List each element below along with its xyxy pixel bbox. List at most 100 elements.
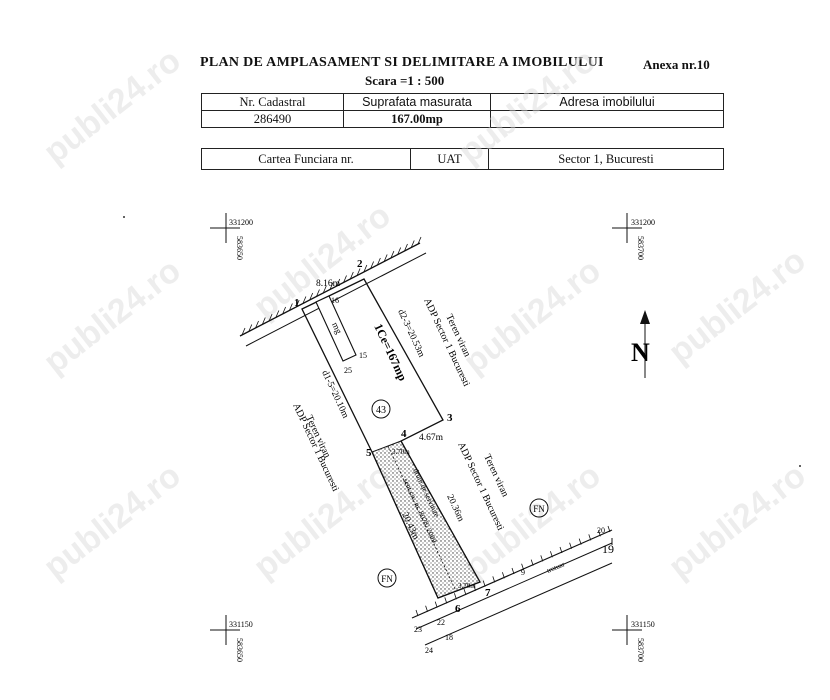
point-24: 24 [425,646,433,655]
coord-east: 583700 [636,236,645,260]
road-hatch [607,525,611,533]
coord-north: 331200 [229,218,253,227]
road-hatch [492,576,496,583]
road-hatch [241,327,246,336]
road-hatch [417,236,422,245]
address-header: Adresa imobilului [490,93,724,111]
road-hatch [349,271,354,280]
width-top: 3.70m [392,448,410,456]
address-value [490,110,724,128]
point-19: 19 [602,542,614,556]
coord-north: 331150 [631,620,655,629]
road-hatch [559,546,563,554]
corner-points: 1 2 3 4 5 6 7 [294,258,491,615]
point-18: 18 [445,633,453,642]
road-hatch [309,292,314,301]
road-hatch [598,530,601,537]
coord-north: 331150 [229,620,253,629]
watermark-text: publi24.ro [662,456,813,586]
cadastral-table: Nr. Cadastral Suprafata masurata Adresa … [201,93,724,128]
bottom-road [411,525,613,646]
road-hatch [302,296,307,304]
point-7: 7 [485,587,491,599]
road-hatch [255,320,259,329]
road-hatch [390,250,395,259]
dim-right: 20.36m [444,493,465,524]
road-hatch [521,563,524,570]
annex-label: Anexa nr.10 [643,57,710,72]
watermark-text: publi24.ro [662,241,813,371]
surface-value: 167.00mp [343,110,491,128]
point-16: 16 [331,296,339,305]
north-arrow: N [631,310,650,378]
road-hatch [569,542,572,549]
coord-east: 583650 [235,638,244,662]
aux-points: 16 15 25 23 22 24 18 20 19 9 [331,296,614,655]
point-1: 1 [294,297,300,309]
point-23: 23 [414,625,422,634]
watermark-text: publi24.ro [452,41,603,171]
scale-label: Scara =1 : 500 [365,73,445,88]
land-book-label: Cartea Funciara nr. [201,148,411,170]
road-hatch [377,257,381,266]
road-hatch [248,324,253,332]
watermark-text: publi24.ro [457,251,608,381]
road-hatch [289,303,293,311]
svg-text:FN: FN [533,504,545,514]
road-hatch [363,264,368,273]
dim-2-3: d2-3=20.53m [395,308,426,359]
point-15: 15 [359,351,367,360]
cadastral-value: 286490 [201,110,344,128]
watermark-text: publi24.ro [37,456,188,586]
building: mg [315,295,357,362]
road-hatch [463,588,467,596]
point-22: 22 [437,618,445,627]
coord-east: 583700 [636,638,645,662]
svg-text:FN: FN [381,574,393,584]
road-hatch [530,559,534,566]
watermark-text: publi24.ro [37,41,188,171]
road-hatch [383,254,388,262]
road-hatch [540,555,544,562]
fn-marker-right: FN [529,498,549,518]
grid-coordinates: 331200 583650 331200 583700 331150 58365… [229,218,655,662]
land-left-l2: ADP Sector 1 Bucuresti [290,402,341,494]
road-hatch [343,275,347,283]
land-book-table: Cartea Funciara nr. UAT Sector 1, Bucure… [201,148,724,170]
road-hatch [329,282,334,290]
sidewalk-label: trotuar [546,560,567,575]
point-25: 25 [344,366,352,375]
dim-3-4: 4.67m [419,433,444,443]
building-label: mg [330,321,344,336]
road-hatch [370,261,374,269]
parcel-number: 43 [371,399,391,419]
road-hatch [268,313,273,322]
uat-value: Sector 1, Bucuresti [488,148,724,170]
road-hatch [588,534,592,541]
road-hatch [511,567,515,575]
road-hatch [316,289,320,297]
road-hatch [404,243,408,252]
point-9: 9 [521,568,525,577]
coord-east: 583650 [235,236,244,260]
point-6: 6 [455,603,461,615]
road-hatch [550,551,553,558]
dim-1-2: 8.16m [316,279,341,289]
road-hatch [336,278,341,287]
road-hatch [410,240,415,248]
servitude-strip [371,440,481,599]
cadastral-header: Nr. Cadastral [201,93,344,111]
road-hatch [295,299,300,308]
road-hatch [502,572,505,579]
grid-crosses [210,213,642,645]
road-hatch [434,601,438,608]
road-hatch [356,268,361,276]
point-3: 3 [447,412,453,424]
top-road [239,236,427,347]
road-hatch [482,580,486,587]
point-2: 2 [357,258,363,270]
width-bottom: 3.70m [458,582,476,590]
watermark-text: publi24.ro [247,456,398,586]
road-hatch [275,310,280,318]
